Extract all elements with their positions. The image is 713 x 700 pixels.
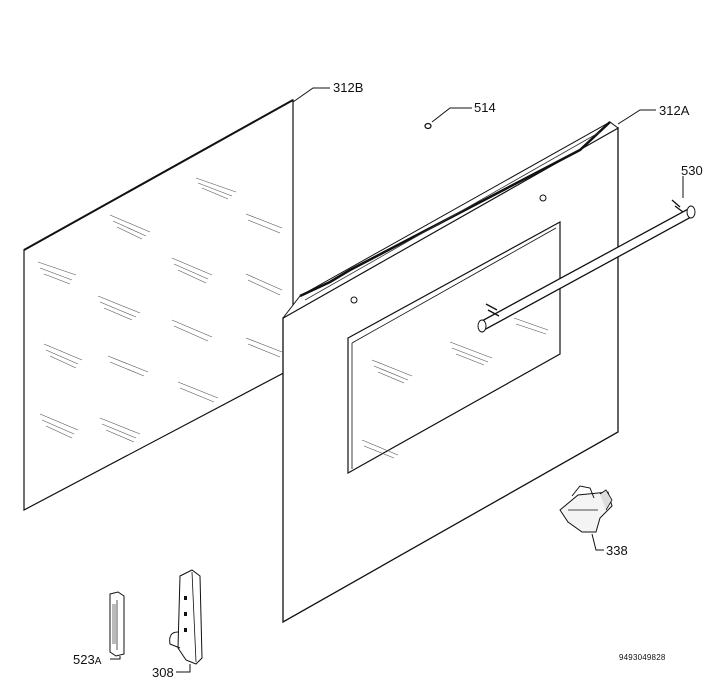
hinge-cover-338	[559, 485, 613, 533]
glass-reflection-marks	[37, 177, 283, 443]
part-label-514: 514	[474, 100, 496, 115]
outer-door-panel-312a	[282, 121, 619, 624]
door-handle-530	[477, 199, 696, 333]
leader-lines	[110, 87, 684, 673]
part-label-308: 308	[152, 665, 174, 680]
hinge-308	[169, 569, 203, 665]
window-reflection-marks	[361, 317, 549, 459]
part-label-338: 338	[606, 543, 628, 558]
screw-514	[424, 122, 432, 130]
strip-523a	[109, 591, 125, 657]
inner-glass-panel-312b	[23, 98, 294, 511]
part-label-530: 530	[681, 163, 703, 178]
part-label-312b: 312B	[333, 80, 364, 95]
part-label-523a: 523A	[73, 652, 102, 667]
drawing-code: 9493049828	[619, 653, 666, 662]
part-label-312a: 312A	[659, 103, 690, 118]
